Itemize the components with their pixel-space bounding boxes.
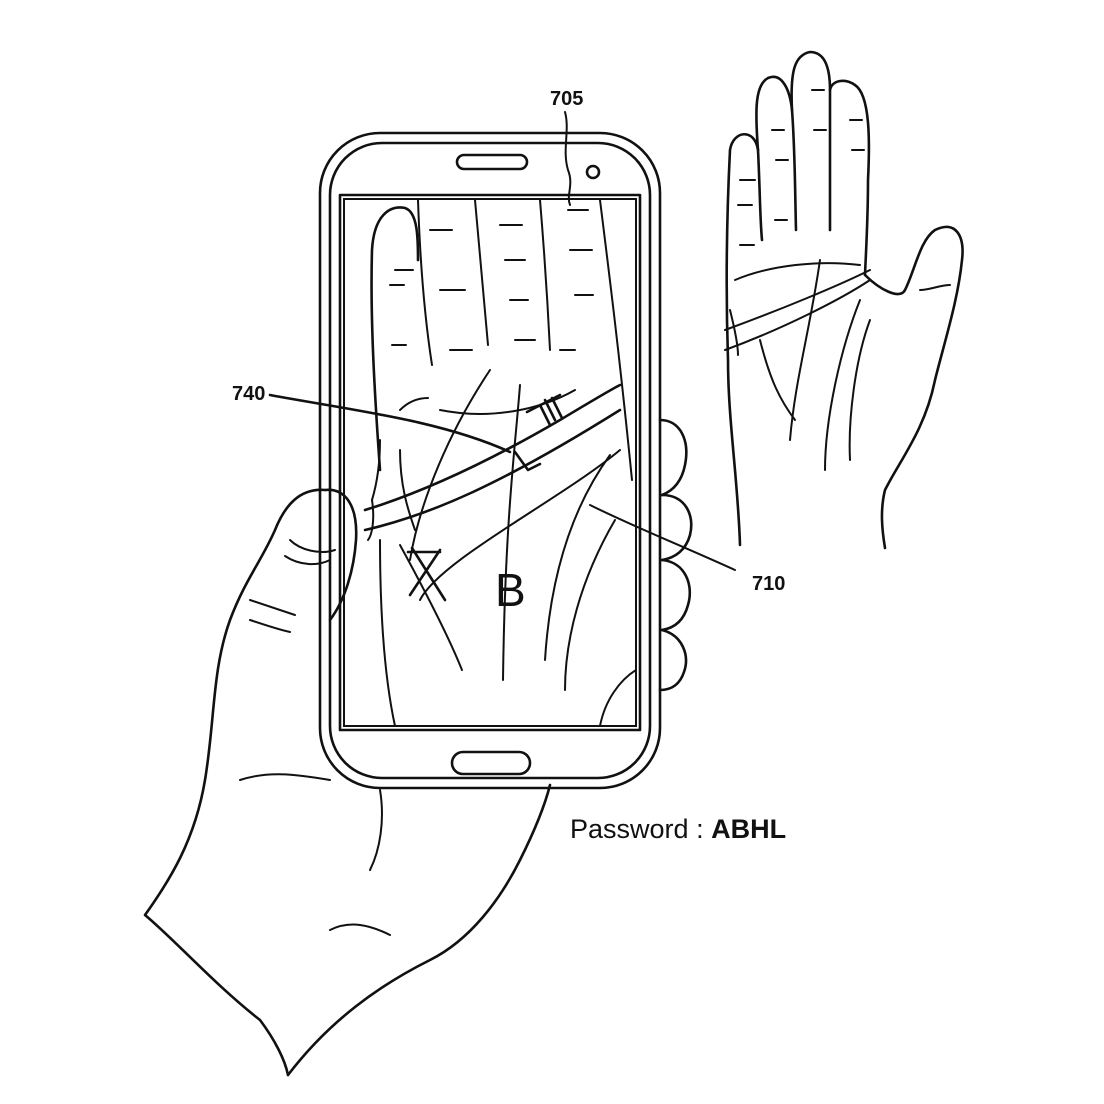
leader-705	[564, 111, 572, 206]
label-710: 710	[752, 573, 785, 595]
raised-hand	[724, 50, 964, 550]
home-button[interactable]	[450, 750, 532, 776]
holding-hand	[143, 418, 693, 1077]
label-705: 705	[550, 88, 583, 110]
password-label: Password	[570, 814, 689, 844]
letter-b-mark: B	[495, 564, 526, 616]
password-separator: :	[696, 814, 704, 844]
screen-palm-image: B	[268, 199, 736, 727]
speaker-icon	[455, 153, 529, 171]
smartphone	[318, 131, 662, 790]
phone-screen	[338, 193, 642, 732]
camera-icon	[585, 164, 601, 180]
password-readout: Password : ABHL	[570, 814, 786, 845]
letter-h-mark	[525, 393, 564, 427]
label-740: 740	[232, 383, 265, 405]
phone-body	[318, 131, 662, 790]
letter-l-mark	[513, 450, 542, 472]
letter-a-mark	[406, 546, 447, 602]
password-value: ABHL	[711, 814, 787, 844]
